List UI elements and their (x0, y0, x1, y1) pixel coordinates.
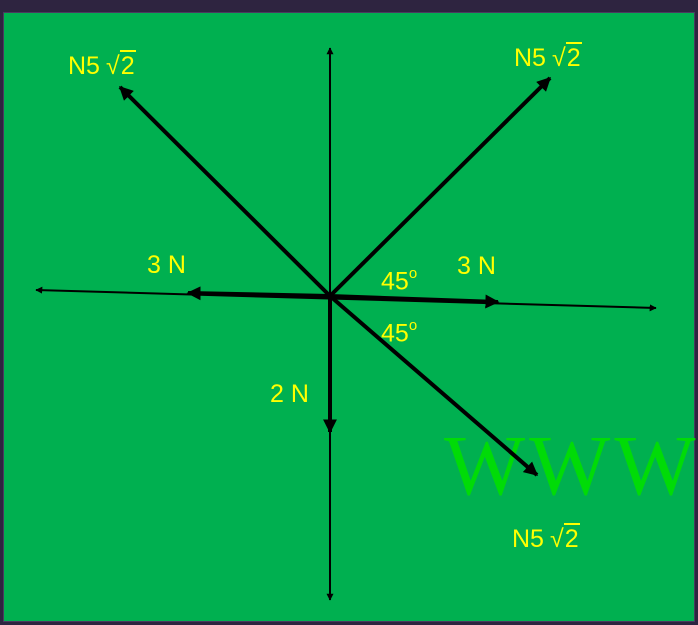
label-force-top-left: N5√2 (68, 50, 136, 80)
vector-top-right (328, 76, 552, 298)
label-angle-upper: 45o (381, 265, 418, 296)
label-force-bottom-right: N5√2 (512, 523, 580, 553)
vector-bottom-right (328, 294, 539, 477)
label-force-top-right: N5√2 (514, 42, 582, 72)
sqrt-symbol: √2 (549, 523, 580, 553)
sqrt-symbol: √2 (551, 42, 582, 72)
vector-top-left (118, 85, 332, 298)
watermark-text: WWW (444, 417, 698, 513)
vector-right (329, 294, 500, 309)
label-angle-lower: 45o (381, 317, 418, 348)
diagram-canvas (3, 12, 695, 622)
label-force-down: 2 N (270, 380, 309, 408)
vector-left (186, 286, 331, 301)
sqrt-symbol: √2 (105, 50, 136, 80)
label-force-right: 3 N (457, 252, 496, 280)
label-force-left: 3 N (147, 251, 186, 279)
x-axis (35, 286, 657, 312)
